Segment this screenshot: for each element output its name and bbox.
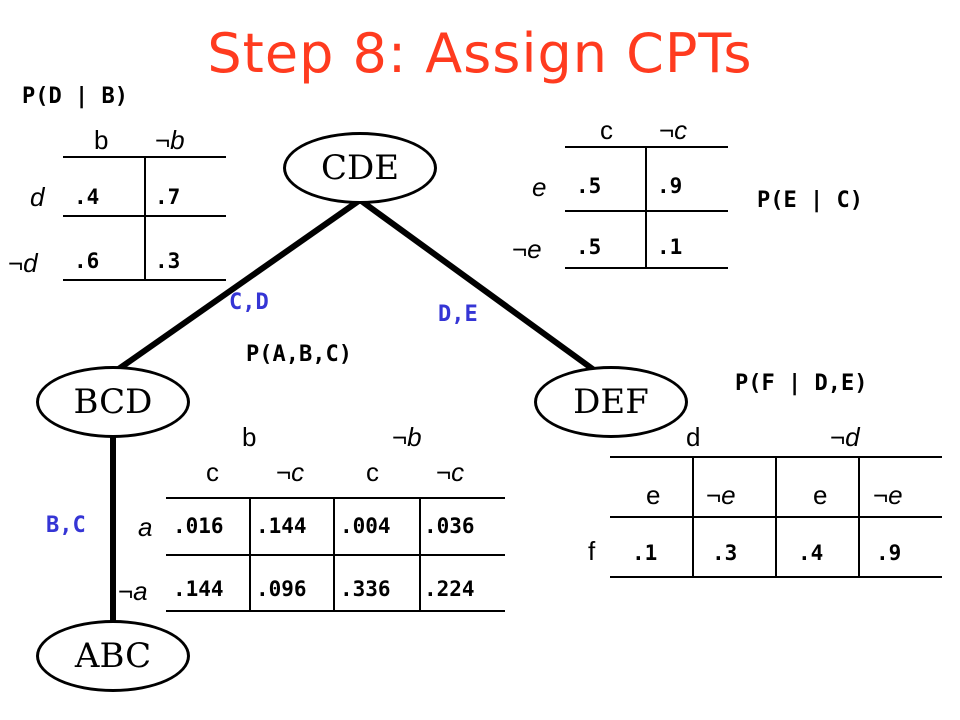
cpt-d-given-b-row-d: d [30, 182, 45, 212]
node-abc: ABC [36, 620, 190, 692]
cpt-f-given-de-col-not-e: ¬e [873, 480, 903, 510]
cpt-f-given-de-grid [610, 456, 942, 578]
cpt-f-given-de-col-e: e [646, 480, 661, 510]
cpt-abc-col-not-c: ¬c [436, 457, 465, 487]
cpt-d-given-b-col-not-b: ¬b [155, 125, 185, 155]
cpt-abc-cell: .016 [173, 514, 224, 538]
cpt-d-given-b-col-b: b [94, 125, 109, 155]
cpt-e-given-c-col-not-c: ¬c [659, 115, 688, 145]
separator-de: D,E [438, 302, 478, 327]
cpt-abc-cell: .144 [256, 514, 307, 538]
cpt-f-given-de-cell: .3 [712, 541, 738, 565]
cpt-abc-top-b: b [242, 422, 257, 452]
cpt-e-given-c-grid [565, 146, 728, 269]
cpt-abc-label: P(A,B,C) [246, 342, 352, 367]
cpt-f-given-de-cell: .4 [798, 541, 824, 565]
cpt-f-given-de-col-not-e: ¬e [706, 480, 736, 510]
cpt-d-given-b-row-not-d: ¬d [8, 248, 38, 278]
cpt-f-given-de-top-not-d: ¬d [830, 422, 860, 452]
cpt-f-given-de-top-d: d [686, 422, 701, 452]
cpt-abc-cell: .096 [256, 577, 307, 601]
edge-cde-def [358, 197, 607, 381]
node-cde: CDE [283, 132, 437, 204]
cpt-e-given-c-label: P(E | C) [757, 188, 863, 213]
cpt-abc-cell: .224 [424, 577, 475, 601]
cpt-abc-cell: .144 [173, 577, 224, 601]
cpt-e-given-c-cell: .1 [657, 235, 683, 259]
cpt-d-given-b-cell: .3 [155, 249, 181, 273]
cpt-f-given-de-row-f: f [588, 536, 596, 566]
cpt-e-given-c-cell: .5 [576, 174, 602, 198]
cpt-d-given-b-cell: .7 [155, 185, 181, 209]
cpt-abc-row-a: a [138, 512, 153, 542]
cpt-f-given-de-col-e: e [813, 480, 828, 510]
cpt-abc-cell: .004 [340, 514, 391, 538]
cpt-abc-row-not-a: ¬a [118, 576, 148, 606]
cpt-d-given-b-cell: .6 [74, 249, 100, 273]
cpt-e-given-c-cell: .9 [657, 174, 683, 198]
cpt-abc-top-not-b: ¬b [392, 422, 422, 452]
cpt-e-given-c-row-not-e: ¬e [512, 234, 542, 264]
cpt-abc-grid [166, 497, 505, 612]
node-def: DEF [534, 366, 688, 438]
cpt-abc-cell: .336 [340, 577, 391, 601]
cpt-f-given-de-cell: .1 [632, 541, 658, 565]
cpt-abc-cell: .036 [424, 514, 475, 538]
cpt-abc-col-c: c [206, 457, 219, 487]
cpt-d-given-b-cell: .4 [74, 185, 100, 209]
cpt-abc-col-c: c [366, 457, 379, 487]
cpt-d-given-b-grid [63, 156, 226, 281]
cpt-f-given-de-label: P(F | D,E) [735, 371, 868, 396]
cpt-d-given-b-label: P(D | B) [22, 84, 128, 109]
cpt-e-given-c-cell: .5 [576, 235, 602, 259]
cpt-abc-col-not-c: ¬c [276, 457, 305, 487]
cpt-e-given-c-col-c: c [600, 115, 613, 145]
edge-cde-bcd [108, 197, 362, 378]
cpt-e-given-c-row-e: e [532, 172, 547, 202]
separator-bc: B,C [46, 513, 86, 538]
node-bcd: BCD [36, 366, 190, 438]
separator-cd: C,D [229, 290, 269, 315]
slide-title: Step 8: Assign CPTs [207, 22, 753, 85]
cpt-f-given-de-cell: .9 [876, 541, 902, 565]
